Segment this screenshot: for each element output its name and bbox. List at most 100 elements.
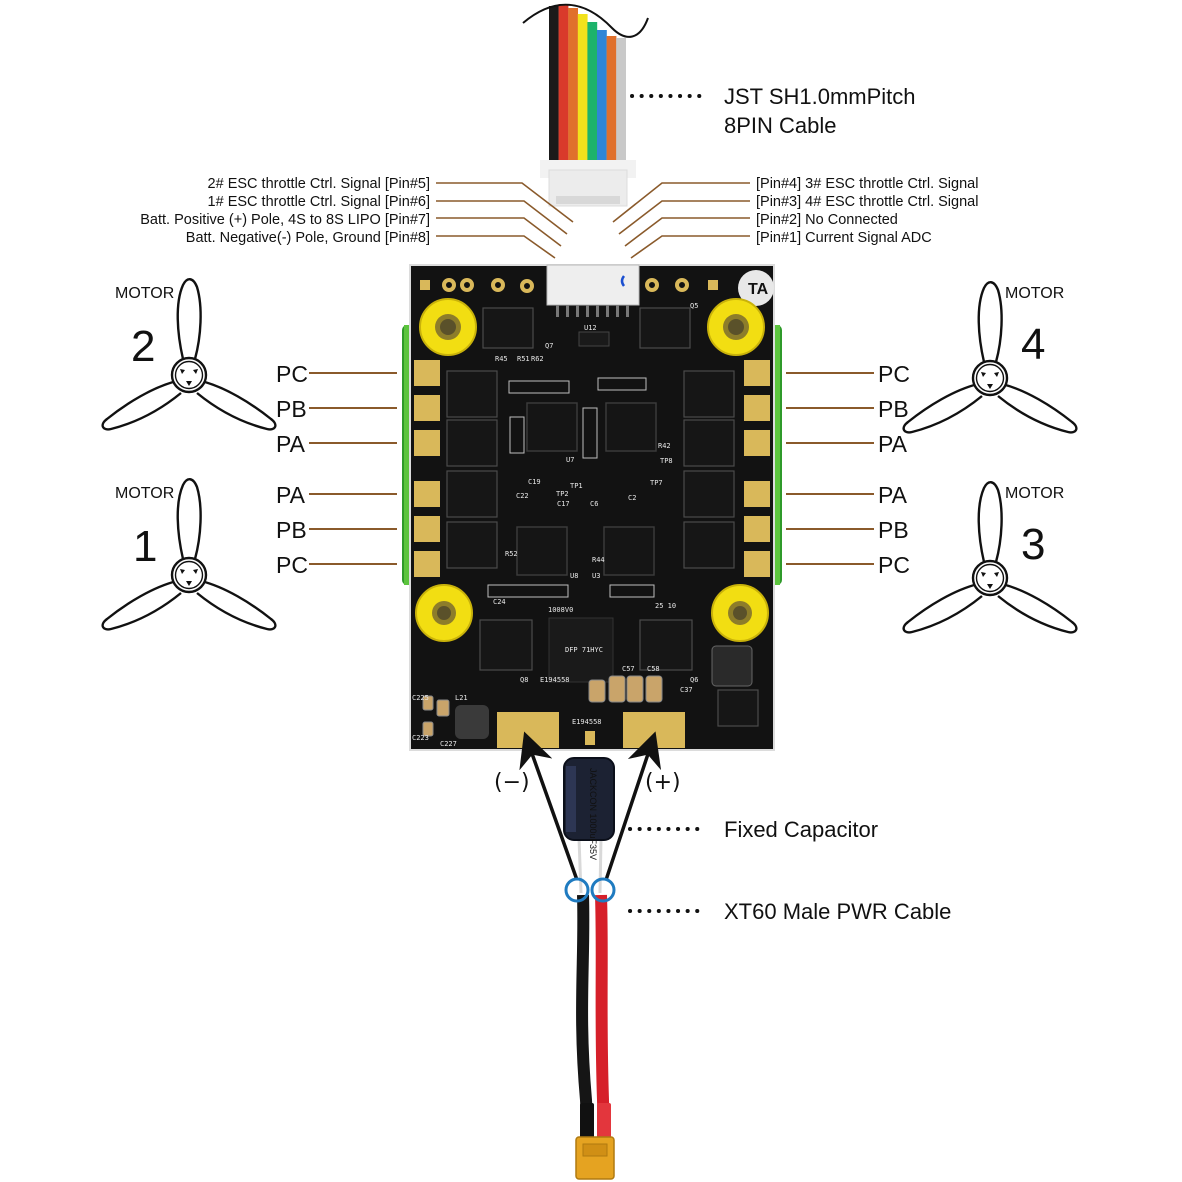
silk-u7: U7	[566, 456, 574, 464]
silk-r44: R44	[592, 556, 605, 564]
center-pad	[585, 731, 595, 745]
pin-label-3: [Pin#3] 4# ESC throttle Ctrl. Signal	[756, 194, 978, 210]
pin-label-1: [Pin#1] Current Signal ADC	[756, 230, 932, 246]
silkscreen: U12 Q5 Q7 Q8 Q6 U7 U3 U8 C24 R45 R62 R51…	[412, 302, 698, 748]
motor-pad	[414, 516, 440, 542]
motor-2-number: 2	[131, 322, 155, 371]
silk-c225: C225	[412, 694, 429, 702]
solder-joint-positive-marker	[590, 877, 616, 903]
motor-pad	[744, 516, 770, 542]
phase-right-3: PA	[878, 431, 908, 457]
motor-pad	[744, 360, 770, 386]
phase-left-2: PB	[276, 396, 307, 422]
silk-q7: Q7	[545, 342, 553, 350]
ta-logo-text: TA	[748, 281, 769, 298]
negative-wire	[576, 894, 594, 1141]
ta-logo	[738, 270, 774, 306]
motor-1: MOTOR 1	[101, 478, 277, 631]
cable-wire	[549, 6, 559, 162]
positive-heatshrink	[597, 1103, 611, 1139]
mosfet	[446, 370, 498, 418]
pin-label-4: [Pin#4] 3# ESC throttle Ctrl. Signal	[756, 176, 978, 192]
capacitor-print: JACKCON 1000uF35V	[588, 768, 598, 860]
mosfet	[446, 419, 498, 467]
jst-callout: JST SH1.0mmPitch 8PIN Cable	[630, 84, 916, 138]
motor-pad	[414, 551, 440, 577]
silk-tp8: TP8	[660, 457, 673, 465]
mcu-4	[603, 526, 655, 576]
mosfets	[446, 307, 759, 727]
pin4-leader	[612, 182, 750, 223]
pin-label-7: Batt. Positive (+) Pole, 4S to 8S LIPO […	[140, 212, 430, 228]
pin3-leader	[618, 200, 750, 235]
pin-labels-left: 2# ESC throttle Ctrl. Signal [Pin#5] 1# …	[140, 176, 574, 259]
mosfet	[446, 470, 498, 518]
mosfet	[683, 419, 735, 467]
pin6-leader	[436, 200, 568, 235]
jst-socket-pins	[556, 305, 629, 317]
cable-wire	[577, 14, 588, 162]
phase-right-5: PB	[878, 517, 909, 543]
motor-1-word: MOTOR	[115, 485, 174, 502]
motor-4-word: MOTOR	[1005, 285, 1064, 302]
motor-pad	[744, 551, 770, 577]
silk-r42: R42	[658, 442, 671, 450]
motor-4-number: 4	[1021, 320, 1045, 369]
silk-c58: C58	[647, 665, 660, 673]
silk-r52: R52	[505, 550, 518, 558]
silk-tp2: TP2	[556, 490, 569, 498]
silk-c22: C22	[516, 492, 529, 500]
phase-left-1: PC	[276, 361, 308, 387]
motor-pad	[744, 395, 770, 421]
cable-wire	[616, 38, 626, 162]
standoff-bottom-left	[415, 584, 473, 642]
silk-c24: C24	[493, 598, 506, 606]
phase-right-4: PA	[878, 482, 908, 508]
power-pad-positive	[623, 712, 685, 748]
silk-c57: C57	[622, 665, 635, 673]
motor-3-word: MOTOR	[1005, 485, 1064, 502]
silk-c2: C2	[628, 494, 636, 502]
jst-callout-line2: 8PIN Cable	[724, 113, 837, 138]
phase-left-5: PB	[276, 517, 307, 543]
motor-pad	[414, 360, 440, 386]
silk-u8: U8	[570, 572, 578, 580]
solder-joint-negative-marker	[564, 877, 590, 903]
silk-l21: L21	[455, 694, 468, 702]
phase-labels-right: PC PB PA PA PB PC	[786, 361, 910, 578]
u12-chip	[578, 331, 610, 347]
esc-pcb: TA	[402, 264, 782, 751]
smd-parts	[487, 377, 655, 598]
capacitor-callout: Fixed Capacitor	[724, 817, 878, 842]
pin-label-2: [Pin#2] No Connected	[756, 212, 898, 228]
silk-r45: R45	[495, 355, 508, 363]
silk-c37: C37	[680, 686, 693, 694]
positive-wire	[595, 894, 610, 1141]
silk-e194558-a: E194558	[540, 676, 570, 684]
pin-label-5: 2# ESC throttle Ctrl. Signal [Pin#5]	[208, 176, 430, 192]
silk-c17: C17	[557, 500, 570, 508]
cable-wire	[597, 30, 607, 162]
silk-tp7: TP7	[650, 479, 663, 487]
mosfet	[683, 370, 735, 418]
motor-pad	[414, 430, 440, 456]
motor-pad	[744, 481, 770, 507]
mosfet	[482, 307, 534, 349]
inductor-l21	[455, 705, 489, 739]
silk-q6: Q6	[690, 676, 698, 684]
top-pads	[420, 278, 718, 293]
phase-left-3: PA	[276, 431, 306, 457]
jst-socket	[546, 264, 640, 306]
mcu-1	[526, 402, 578, 452]
negative-pole-label: (−)	[494, 770, 530, 795]
mcu-chips	[516, 402, 657, 576]
jst-plug-pins	[556, 196, 620, 204]
pin7-leader	[436, 217, 562, 247]
pin-labels-right: [Pin#4] 3# ESC throttle Ctrl. Signal [Pi…	[612, 176, 978, 259]
cable-wire	[568, 8, 578, 162]
jst-cable	[522, 3, 649, 207]
capacitor: JACKCON 1000uF35V	[563, 757, 615, 894]
cable-wires	[549, 4, 626, 162]
phase-right-1: PC	[878, 361, 910, 387]
pin2-leader	[624, 217, 750, 247]
